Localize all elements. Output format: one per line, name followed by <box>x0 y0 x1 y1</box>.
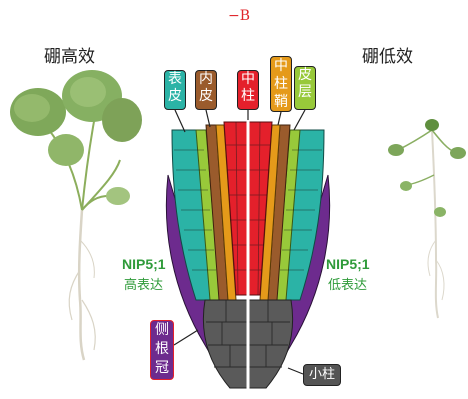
left-plant-illustration <box>10 70 142 360</box>
stele-label: 中柱 <box>237 70 259 110</box>
right-plant-title: 硼低效 <box>362 42 413 67</box>
endodermis-label: 内皮 <box>195 70 217 110</box>
cortex-label: 皮层 <box>294 66 316 110</box>
root-tip-schematic <box>166 118 329 392</box>
right-plant-illustration <box>388 119 466 318</box>
lateral-root-cap-label: 侧根冠 <box>150 320 174 380</box>
left-gene-label: NIP5;1 <box>122 256 166 272</box>
left-expression-label: 高表达 <box>124 274 163 293</box>
condition-label: −B <box>224 8 254 24</box>
epidermis-label: 表皮 <box>164 70 186 110</box>
columella-label: 小柱 <box>303 364 341 386</box>
right-gene-label: NIP5;1 <box>326 256 370 272</box>
pericycle-label: 中柱鞘 <box>270 56 292 112</box>
right-expression-label: 低表达 <box>328 274 367 293</box>
left-plant-title: 硼高效 <box>44 42 95 67</box>
